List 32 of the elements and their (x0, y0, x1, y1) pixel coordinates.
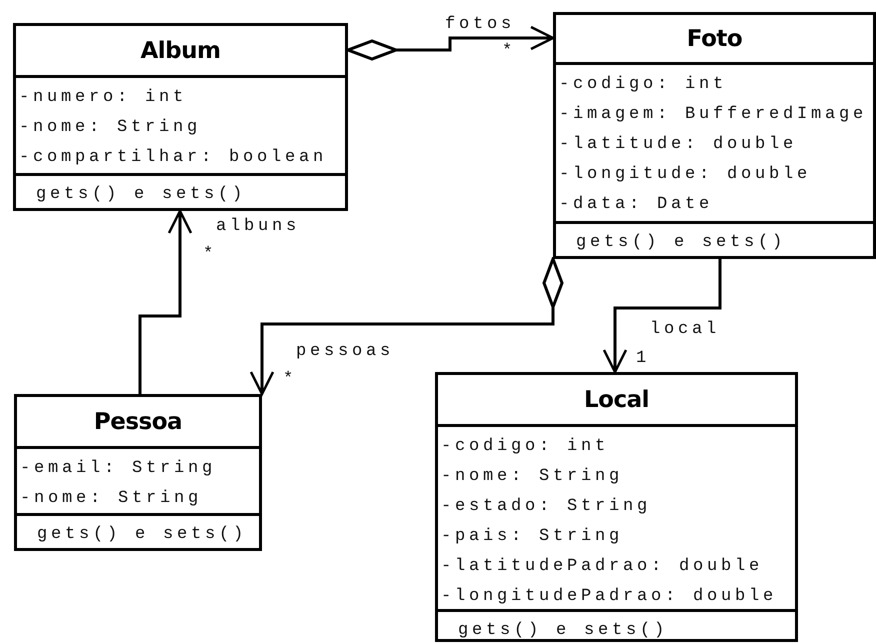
attribute-text: -codigo: int (559, 74, 728, 96)
attribute-text: -pais: String (441, 526, 624, 548)
class-box (553, 12, 876, 259)
method-text: gets() e sets() (37, 524, 248, 546)
association-arrow (602, 259, 722, 374)
attribute-text: -longitudePadrao: double (441, 586, 778, 608)
attribute-text: -nome: String (19, 117, 202, 139)
class-name: Pessoa (94, 408, 182, 434)
class-box (435, 372, 798, 642)
attribute-text: -nome: String (20, 488, 204, 510)
attribute-text: -nome: String (441, 466, 624, 488)
attribute-text: -compartilhar: boolean (19, 147, 328, 169)
attribute-text: -imagem: BufferedImage (559, 104, 868, 126)
aggregation-arrow (250, 258, 564, 396)
attribute-text: -codigo: int (441, 436, 610, 458)
association-arrow (138, 210, 192, 394)
aggregation-arrow (346, 26, 554, 60)
attribute-text: -data: Date (559, 194, 714, 216)
attribute-text: -latitude: double (559, 134, 798, 156)
attribute-text: -estado: String (441, 496, 652, 518)
class-box (13, 23, 348, 211)
attribute-text: -longitude: double (559, 164, 812, 186)
class-box (14, 394, 262, 551)
method-text: gets() e sets() (36, 184, 246, 206)
class-name: Album (140, 38, 220, 64)
class-name: Foto (686, 26, 742, 52)
method-text: gets() e sets() (458, 620, 668, 642)
method-text: gets() e sets() (576, 232, 786, 254)
attribute-text: -numero: int (19, 87, 188, 109)
attribute-text: -email: String (20, 458, 218, 480)
class-name: Local (584, 386, 649, 412)
attribute-text: -latitudePadrao: double (441, 556, 764, 578)
